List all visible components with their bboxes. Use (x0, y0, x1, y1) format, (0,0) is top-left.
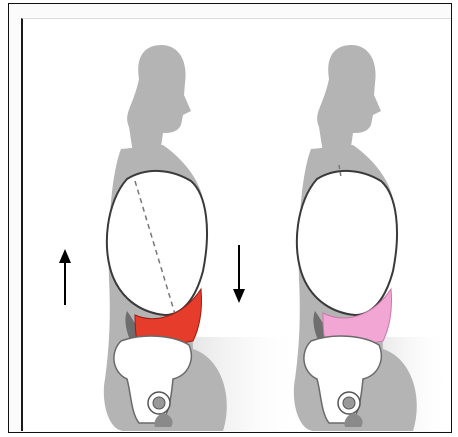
right-figure (294, 45, 451, 431)
figure-frame (8, 3, 452, 433)
left-figure (104, 45, 303, 431)
diagram-canvas (23, 19, 451, 431)
downward-arrow (233, 245, 245, 303)
left-head (127, 45, 191, 153)
right-head (317, 45, 381, 153)
right-ribcage (297, 171, 397, 315)
upward-arrow (59, 249, 71, 305)
figure-inner-panel (21, 18, 451, 431)
left-ribcage (107, 171, 207, 315)
